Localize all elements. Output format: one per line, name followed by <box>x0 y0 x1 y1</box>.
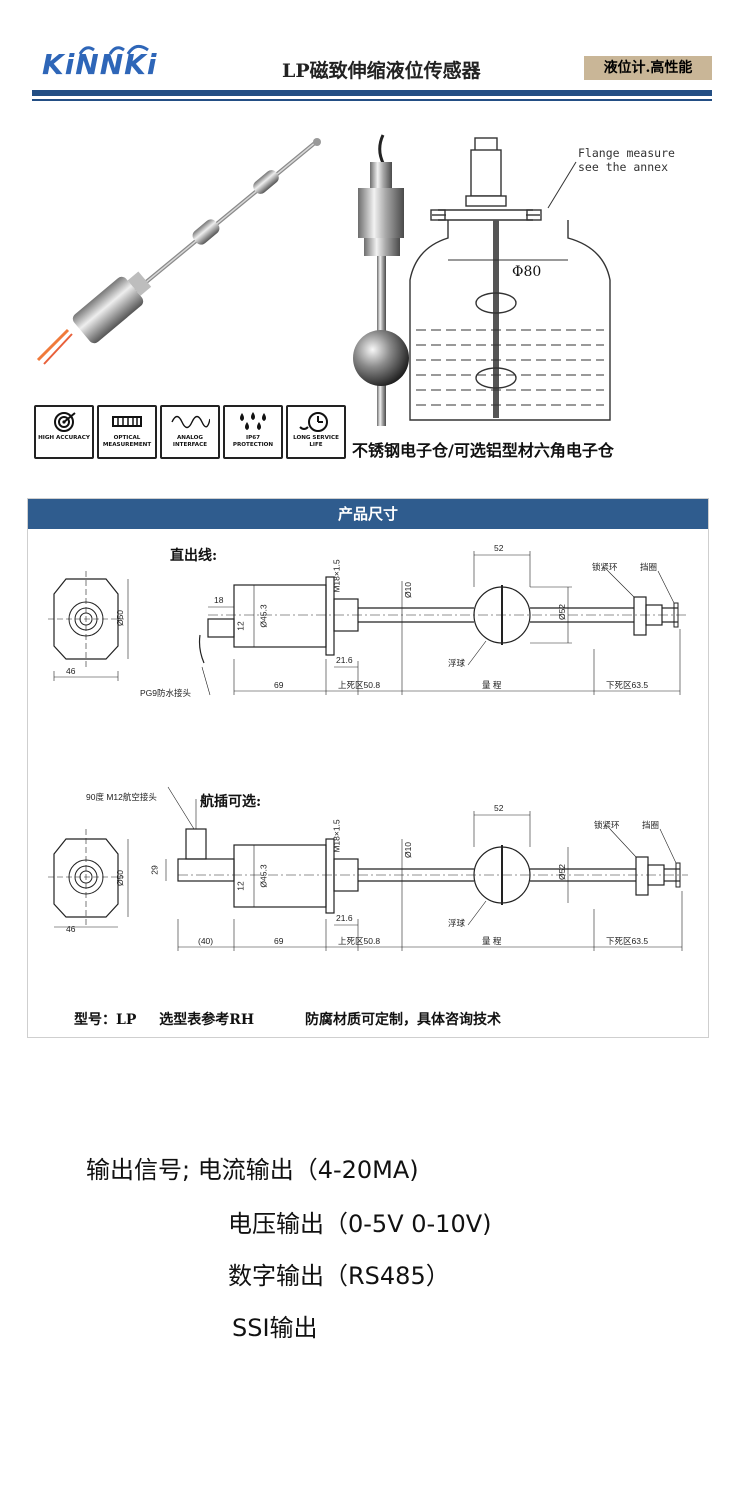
drawings-svg <box>48 551 688 951</box>
diagonal-sensor-photo <box>36 138 321 365</box>
flange-diameter: Φ80 <box>512 264 542 280</box>
d2-dia-50: Ø50 <box>115 869 126 887</box>
d1-len-12: 12 <box>235 621 246 631</box>
dimensions-panel: 产品尺寸 直出线: <box>27 498 709 1038</box>
page-header: KiNNKi LP磁致伸缩液位传感器 液位计.高性能 <box>0 0 750 105</box>
selection-reference: 选型表参考RH <box>159 1012 255 1028</box>
output-voltage: 电压输出（0-5V 0-10V) <box>228 1210 492 1238</box>
d1-len-216: 21.6 <box>336 655 353 665</box>
d2-len-216: 21.6 <box>336 913 353 923</box>
d1-lock-ring: 锁紧环 <box>592 562 618 572</box>
flange-note: Flange measure see the annex <box>578 146 675 174</box>
d1-stop-ring: 挡圈 <box>640 562 658 572</box>
model-number: 型号：LP <box>74 1012 137 1028</box>
d1-dia-10: Ø10 <box>403 581 414 599</box>
dimensions-title: 产品尺寸 <box>28 499 708 529</box>
d2-bottom-dead: 下死区63.5 <box>606 936 649 946</box>
scale-icon <box>112 416 142 427</box>
feature-high-accuracy: HIGH ACCURACY <box>34 405 94 459</box>
model-line: 型号：LP 选型表参考RH 防腐材质可定制，具体咨询技术 <box>74 1009 519 1029</box>
wave-icon <box>171 415 210 429</box>
d1-width-46: 46 <box>66 666 76 676</box>
d2-len-12: 12 <box>235 881 246 891</box>
d2-ball-dia-52: Ø52 <box>557 863 568 881</box>
d2-stop-ring: 挡圈 <box>642 820 660 830</box>
d2-range: 量 程 <box>482 936 502 946</box>
d2-dia-453: Ø45.3 <box>258 864 269 888</box>
feature-label: ANALOG INTERFACE <box>172 435 208 448</box>
d1-ball-52: 52 <box>494 543 504 553</box>
product-photos <box>36 134 611 426</box>
feature-ip67-protection: IP67 PROTECTION <box>223 405 283 459</box>
tagline-badge: 液位计.高性能 <box>584 56 712 80</box>
d2-thread-m18: M18×1.5 <box>331 819 342 853</box>
d2-top-dead: 上死区50.8 <box>338 936 381 946</box>
header-rule <box>32 90 712 96</box>
d2-width-46: 46 <box>66 924 76 934</box>
d1-len-18: 18 <box>214 595 224 605</box>
flange-note-line1: Flange measure <box>578 146 675 160</box>
vertical-sensor-photo <box>353 134 409 426</box>
drawing1-label: 直出线: <box>170 548 218 564</box>
feature-long-service-life: LONG SERVICE LIFE <box>286 405 346 459</box>
d1-dia-453: Ø45.3 <box>258 604 269 628</box>
d2-float: 浮球 <box>448 918 466 928</box>
housing-caption: 不锈钢电子仓/可选铝型材六角电子仓 <box>352 441 614 460</box>
d2-dia-10: Ø10 <box>403 841 414 859</box>
feature-label: HIGH ACCURACY <box>38 435 90 441</box>
target-icon <box>54 412 76 432</box>
feature-icons: HIGH ACCURACY OPTICAL MEASUREMENT ANALOG… <box>34 405 346 459</box>
d1-pg9: PG9防水接头 <box>140 688 192 698</box>
d1-dia-50: Ø50 <box>115 609 126 627</box>
logo-arc-icon <box>78 44 149 55</box>
d1-bottom-dead: 下死区63.5 <box>606 680 649 690</box>
brand-name: KiNNKi <box>42 48 158 81</box>
d1-ball-dia-52: Ø52 <box>557 603 568 621</box>
d1-len-69: 69 <box>274 680 284 690</box>
d1-float: 浮球 <box>448 658 466 668</box>
d2-lock-ring: 锁紧环 <box>594 820 620 830</box>
customization-note: 防腐材质可定制，具体咨询技术 <box>305 1012 501 1028</box>
tank-diagram <box>409 137 611 421</box>
brand-logo: KiNNKi <box>42 44 158 82</box>
header-rule-thin <box>32 99 712 101</box>
output-current: 输出信号; 电流输出（4-20MA) <box>86 1156 419 1184</box>
output-ssi: SSI输出 <box>232 1314 318 1342</box>
feature-label: OPTICAL MEASUREMENT <box>102 435 152 448</box>
d1-top-dead: 上死区50.8 <box>338 680 381 690</box>
droplets-icon <box>240 412 266 430</box>
d1-range: 量 程 <box>482 680 502 690</box>
flange-note-line2: see the annex <box>578 160 669 174</box>
feature-analog-interface: ANALOG INTERFACE <box>160 405 220 459</box>
clock-icon <box>299 412 328 432</box>
output-digital: 数字输出（RS485） <box>228 1262 450 1290</box>
page-title: LP磁致伸缩液位传感器 <box>282 60 481 82</box>
feature-optical-measurement: OPTICAL MEASUREMENT <box>97 405 157 459</box>
feature-label: LONG SERVICE LIFE <box>293 435 339 448</box>
drawing2-label: 航插可选: <box>200 794 262 810</box>
d2-m12-connector: 90度 M12航空接头 <box>86 792 157 802</box>
feature-label: IP67 PROTECTION <box>232 435 274 448</box>
d2-ball-52: 52 <box>494 803 504 813</box>
d1-thread-m18: M18×1.5 <box>331 559 342 593</box>
d2-len-40: (40) <box>198 936 214 946</box>
d2-len-29: 29 <box>149 865 160 875</box>
d2-len-69: 69 <box>274 936 284 946</box>
